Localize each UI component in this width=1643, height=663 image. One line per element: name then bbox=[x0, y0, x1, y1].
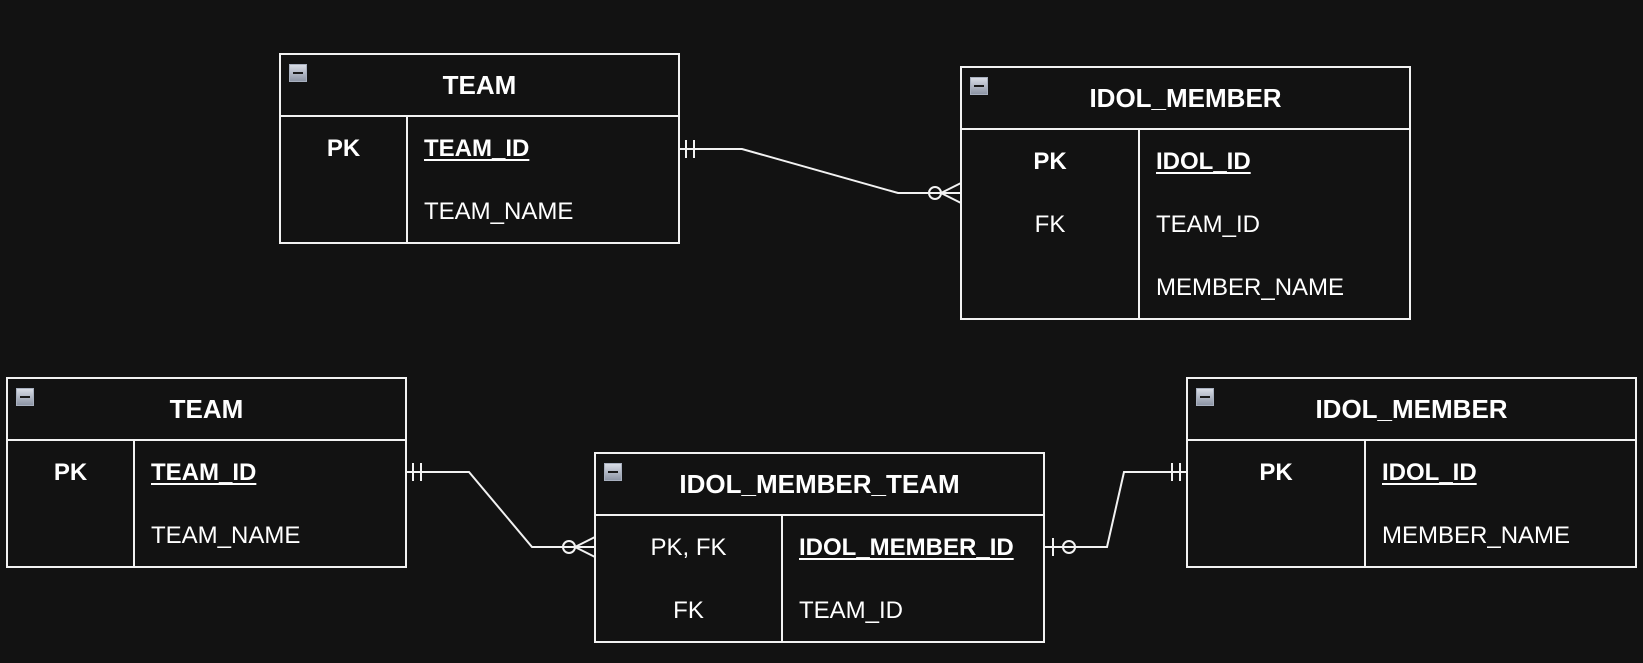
key-label: FK bbox=[673, 596, 704, 624]
attribute-name: TEAM_ID bbox=[151, 458, 257, 486]
bottom-idol-member-team-entity[interactable]: IDOL_MEMBER_TEAM PK, FK FK IDOL_MEMBER_I… bbox=[594, 452, 1045, 643]
bottom-team-entity[interactable]: TEAM PK TEAM_ID TEAM_NAME bbox=[6, 377, 407, 568]
key-label bbox=[1188, 504, 1364, 567]
key-label: PK bbox=[326, 134, 361, 162]
entity-header: IDOL_MEMBER bbox=[1188, 379, 1635, 441]
collapse-icon[interactable] bbox=[16, 388, 34, 406]
key-label bbox=[281, 180, 406, 243]
attribute-name: MEMBER_NAME bbox=[1382, 521, 1571, 549]
key-label: PK bbox=[53, 458, 88, 486]
top-idol-member-entity[interactable]: IDOL_MEMBER PK FK IDOL_ID TEAM_ID MEMBER… bbox=[960, 66, 1411, 320]
key-label: PK, FK bbox=[650, 533, 727, 561]
entity-title: IDOL_MEMBER bbox=[1315, 393, 1508, 424]
attribute-name: IDOL_ID bbox=[1382, 458, 1477, 486]
attribute-name: TEAM_ID bbox=[424, 134, 530, 162]
entity-title: IDOL_MEMBER bbox=[1089, 82, 1282, 113]
attribute-name: TEAM_ID bbox=[1156, 210, 1261, 238]
key-label: PK bbox=[1033, 147, 1067, 175]
collapse-icon[interactable] bbox=[289, 64, 307, 82]
bottom-team-idol-member-team-line bbox=[406, 463, 596, 558]
entity-header: IDOL_MEMBER bbox=[962, 68, 1409, 130]
attribute-name: TEAM_NAME bbox=[151, 521, 301, 549]
entity-header: IDOL_MEMBER_TEAM bbox=[596, 454, 1043, 516]
attribute-name: TEAM_NAME bbox=[424, 197, 574, 225]
attribute-name: IDOL_MEMBER_ID bbox=[799, 533, 1014, 561]
key-label: PK bbox=[1259, 458, 1293, 486]
entity-title: TEAM bbox=[169, 393, 244, 424]
bottom-idol-member-team-idol-member-line bbox=[1044, 463, 1187, 556]
attribute-name: TEAM_ID bbox=[799, 596, 904, 624]
collapse-icon[interactable] bbox=[970, 77, 988, 95]
key-label bbox=[962, 256, 1138, 319]
attribute-name: IDOL_ID bbox=[1156, 147, 1251, 175]
collapse-icon[interactable] bbox=[604, 463, 622, 481]
collapse-icon[interactable] bbox=[1196, 388, 1214, 406]
top-team-idol-member-line bbox=[679, 140, 962, 204]
top-team-entity[interactable]: TEAM PK TEAM_ID TEAM_NAME bbox=[279, 53, 680, 244]
entity-title: TEAM bbox=[442, 69, 517, 100]
attribute-name: MEMBER_NAME bbox=[1156, 273, 1345, 301]
entity-header: TEAM bbox=[8, 379, 405, 441]
key-label: FK bbox=[1034, 210, 1066, 238]
key-label bbox=[8, 504, 133, 567]
entity-title: IDOL_MEMBER_TEAM bbox=[679, 468, 960, 499]
bottom-idol-member-entity[interactable]: IDOL_MEMBER PK IDOL_ID MEMBER_NAME bbox=[1186, 377, 1637, 568]
entity-header: TEAM bbox=[281, 55, 678, 117]
